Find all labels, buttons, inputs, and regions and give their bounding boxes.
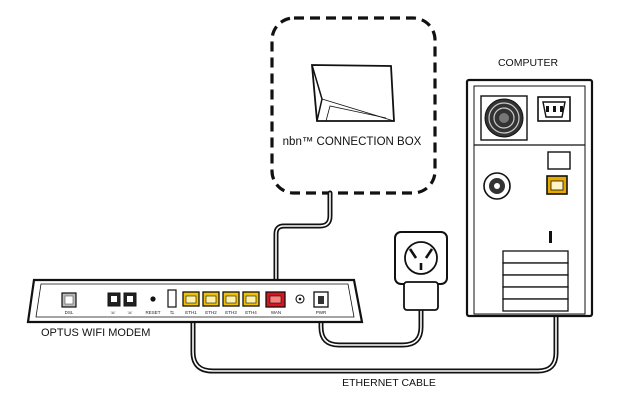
phone-2-icon: ☏ [127, 310, 133, 315]
ethernet-cable-label: ETHERNET CABLE [342, 377, 436, 389]
modem-label: OPTUS WIFI MODEM [41, 327, 150, 339]
power-switch-icon [295, 294, 305, 304]
modem-usb-port [167, 289, 177, 308]
usb-icon: ⇆ [170, 310, 174, 315]
cables [190, 189, 559, 374]
wan-port [265, 291, 286, 308]
eth2-label: ETH2 [205, 310, 217, 315]
eth4-label: ETH4 [245, 310, 257, 315]
expansion-slots [502, 250, 569, 312]
computer-ethernet-port [546, 175, 568, 195]
pwr-label: PWR [316, 310, 327, 315]
audio-jack-icon [483, 172, 511, 200]
phone-port-2 [123, 292, 137, 307]
nbn-box-label: nbn™ CONNECTION BOX [283, 136, 422, 148]
lan-ports [182, 291, 260, 307]
eth1-label: ETH1 [185, 310, 197, 315]
wan-label: WAN [271, 310, 281, 315]
nbn-connection-box: nbn™ CONNECTION BOX [270, 16, 437, 195]
phone-1-icon: ☏ [110, 310, 116, 315]
reset-button [150, 296, 156, 302]
power-adapter [394, 231, 448, 311]
fan-icon [480, 95, 528, 141]
usb-port [547, 151, 571, 170]
eth3-label: ETH3 [225, 310, 237, 315]
dsl-label: DSL [65, 310, 74, 315]
phone-port-1 [107, 292, 121, 307]
reset-label: RESET [145, 310, 160, 315]
optus-wifi-modem: DSL ☏ ☏ RESET ⇆ ETH1 ETH2 [26, 278, 364, 324]
dsl-port [61, 292, 77, 308]
nbn-to-wan-cable [273, 190, 333, 297]
nbn-device-icon [311, 64, 395, 122]
power-inlet-icon [537, 96, 571, 122]
outlet-socket-icon [404, 241, 438, 275]
computer-label: COMPUTER [498, 57, 559, 69]
pwr-port [313, 291, 329, 308]
computer-tower: COMPUTER [465, 57, 594, 318]
